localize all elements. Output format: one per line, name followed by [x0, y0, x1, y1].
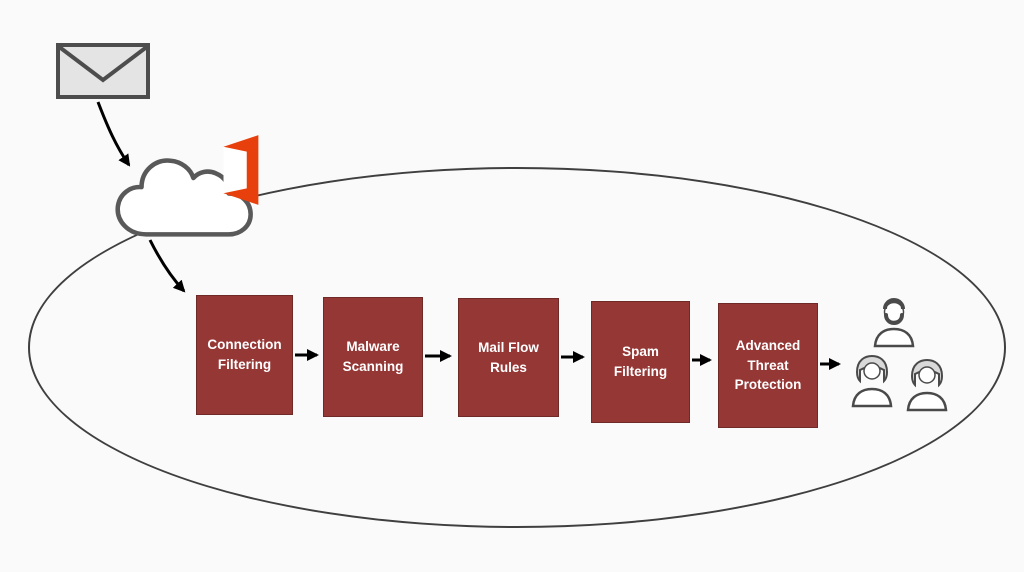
envelope-icon	[55, 42, 151, 100]
step-label: Mail Flow Rules	[478, 339, 539, 375]
step-label: Malware Scanning	[342, 339, 404, 374]
step-box-malware-scanning: Malware Scanning	[323, 297, 423, 417]
office-logo-icon	[208, 133, 270, 207]
user-male-bearded-icon	[868, 296, 920, 348]
step-box-spam-filtering: Spam Filtering	[591, 301, 690, 423]
step-label: Connection Filtering	[207, 337, 282, 372]
user-female-icon	[845, 352, 899, 408]
cloud-icon	[103, 148, 271, 248]
step-label: Spam Filtering	[613, 344, 668, 379]
step-box-connection-filtering: Connection Filtering	[196, 295, 293, 415]
pipeline-boundary-ellipse	[28, 167, 1006, 528]
user-female-icon-2	[900, 356, 954, 412]
step-label: Advanced Threat Protection	[734, 338, 802, 393]
step-box-mail-flow-rules: Mail Flow Rules	[458, 298, 559, 417]
step-box-advanced-threat-protection: Advanced Threat Protection	[718, 303, 818, 428]
